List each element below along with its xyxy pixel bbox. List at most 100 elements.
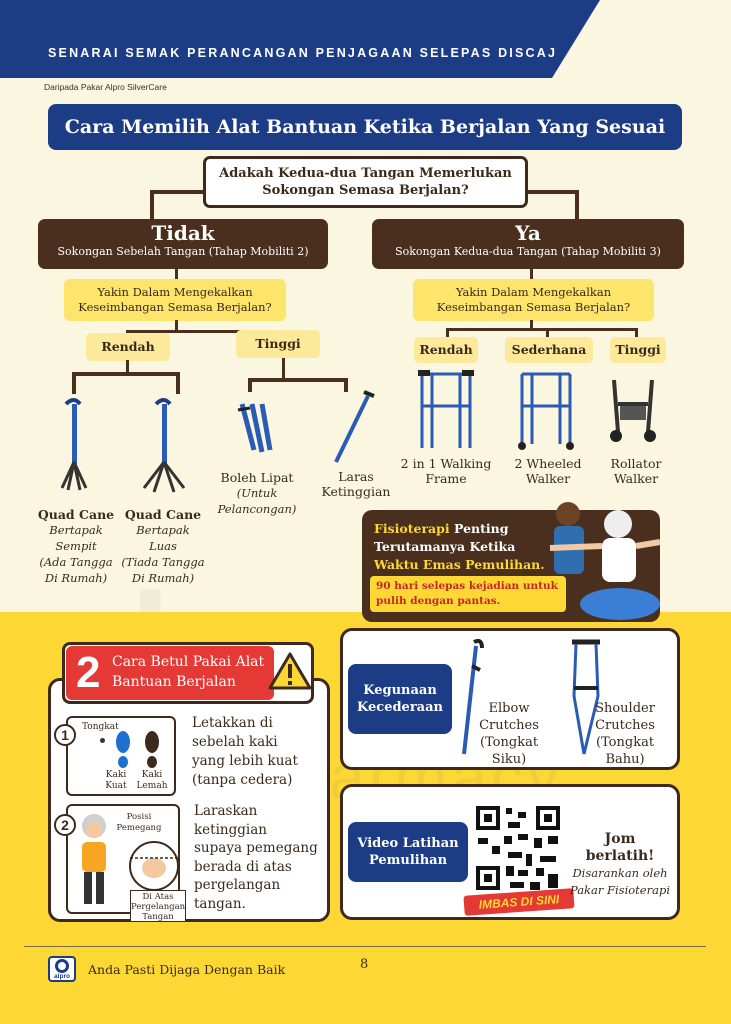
item-adjustable-cane: Laras Ketinggian — [314, 469, 398, 499]
level-tinggi-right: Tinggi — [610, 337, 666, 363]
footer-divider — [24, 946, 706, 947]
step2-text: Laraskan ketinggian supaya pemegang bera… — [194, 802, 318, 913]
howto-title-2: Bantuan Berjalan — [112, 674, 236, 690]
level-sederhana-right: Sederhana — [505, 337, 593, 363]
step1-text: Letakkan di sebelah kaki yang lebih kuat… — [192, 714, 298, 790]
walking-frame-icon — [418, 370, 474, 448]
item-detail: (Ada Tangga — [39, 555, 113, 569]
step1-illustration — [66, 716, 176, 796]
text: berada di atas — [194, 858, 292, 875]
item-detail: Sempit — [55, 539, 97, 553]
wheeled-walker-icon — [518, 372, 574, 450]
physio-note: 90 hari selepas kejadian untuk pulih den… — [370, 576, 566, 612]
connector — [530, 320, 533, 330]
item-name: Frame — [425, 471, 467, 486]
label: Pemulihan — [368, 853, 448, 868]
connector — [176, 372, 180, 394]
text: pergelangan — [194, 877, 281, 893]
main-title-banner: Cara Memilih Alat Bantuan Ketika Berjala… — [48, 104, 682, 150]
item-name: 2 in 1 Walking — [400, 456, 492, 471]
item-wheeled-walker: 2 Wheeled Walker — [500, 456, 596, 486]
level-rendah-left: Rendah — [86, 333, 170, 361]
item-rollator-walker: Rollator Walker — [596, 456, 676, 486]
item-name: Walker — [613, 471, 659, 486]
connector — [126, 330, 276, 333]
item-detail: Luas — [149, 539, 177, 553]
question-line1: Adakah Kedua-dua Tangan Memerlukan — [219, 166, 512, 181]
label: Pergelangan — [131, 902, 186, 912]
header-band — [0, 0, 600, 78]
answer-ya: Ya — [515, 221, 541, 245]
physio-note-2: pulih dengan pantas. — [376, 595, 501, 607]
item-name: Rollator — [610, 456, 662, 471]
footprints-icon — [116, 731, 159, 768]
text: (Tongkat Bahu) — [595, 735, 655, 767]
connector — [344, 378, 348, 392]
elbow-crutch-caption: Elbow Crutches (Tongkat Siku) — [462, 700, 556, 768]
header-title: SENARAI SEMAK PERANCANGAN PENJAGAAN SELE… — [48, 46, 558, 60]
label: Kecederaan — [357, 700, 443, 715]
balance-right-line1: Yakin Dalam Mengekalkan — [455, 285, 612, 299]
cane-dot — [100, 738, 105, 743]
shoulder-crutch-icon — [572, 639, 600, 755]
level-tinggi-left: Tinggi — [236, 330, 320, 358]
physio-text: Fisioterapi Penting Terutamanya Ketika W… — [374, 520, 554, 574]
cta-sub: Pakar Fisioterapi — [569, 883, 671, 897]
physio-note-1: 90 hari selepas kejadian untuk — [376, 580, 558, 592]
text: supaya pemegang — [194, 840, 318, 856]
label: Kegunaan — [363, 683, 437, 698]
footer-tagline: Anda Pasti Dijaga Dengan Baik — [88, 962, 286, 977]
text: Elbow — [488, 701, 530, 716]
step1-number: 1 — [54, 724, 76, 746]
item-detail: Bertapak — [49, 523, 103, 537]
question-line2: Sokongan Semasa Berjalan? — [262, 183, 469, 198]
connector — [150, 190, 204, 194]
item-name: Laras — [338, 469, 374, 484]
answer-ya-box: Ya Sokongan Kedua-dua Tangan (Tahap Mobi… — [372, 219, 684, 269]
connector — [126, 360, 129, 374]
physio-highlight: Fisioterapi — [374, 521, 450, 536]
cta-sub: Disarankan oleh — [572, 866, 668, 880]
folding-cane-icon — [237, 403, 273, 453]
page-number: 8 — [360, 957, 369, 972]
answer-tidak-box: Tidak Sokongan Sebelah Tangan (Tahap Mob… — [38, 219, 328, 269]
label: Kaki — [141, 770, 163, 780]
qr-code[interactable] — [474, 804, 562, 892]
connector — [546, 328, 549, 338]
video-cta: Jom berlatih! Disarankan oleh Pakar Fisi… — [568, 830, 672, 898]
text: Letakkan di — [192, 715, 273, 731]
level-rendah-right: Rendah — [414, 337, 478, 363]
connector — [175, 268, 178, 280]
item-quad-cane-narrow: Quad Cane Bertapak Sempit (Ada Tangga Di… — [32, 507, 120, 586]
balance-left-line1: Yakin Dalam Mengekalkan — [97, 285, 253, 299]
answer-tidak: Tidak — [151, 221, 215, 245]
text: yang lebih kuat — [192, 753, 298, 769]
text: Shoulder — [595, 701, 655, 716]
item-detail: Di Rumah) — [44, 571, 108, 585]
item-detail: (Untuk — [236, 486, 278, 500]
item-walking-frame: 2 in 1 Walking Frame — [392, 456, 500, 486]
question-box: Adakah Kedua-dua Tangan Memerlukan Sokon… — [203, 156, 528, 208]
text: ketinggian — [194, 821, 267, 838]
rollator-walker-icon — [610, 379, 656, 442]
header-subtitle: Daripada Pakar Alpro SilverCare — [44, 82, 167, 92]
howto-number: 2 — [76, 648, 101, 697]
item-quad-cane-wide: Quad Cane Bertapak Luas (Tiada Tangga Di… — [118, 507, 208, 586]
item-detail: Bertapak — [136, 523, 190, 537]
howto-header — [66, 646, 274, 700]
text: Laraskan — [194, 803, 258, 819]
shoulder-crutch-caption: Shoulder Crutches (Tongkat Bahu) — [576, 700, 674, 768]
connector — [150, 190, 154, 220]
connector — [530, 268, 533, 280]
alpro-logo: alpro — [48, 956, 76, 982]
item-detail: Pelancongan) — [217, 502, 297, 516]
text: tangan. — [194, 895, 246, 912]
label: Kaki — [105, 770, 127, 780]
item-detail: Ketinggian — [321, 484, 391, 499]
step1-cane-label: Tongkat — [82, 722, 119, 732]
text: (tanpa cedera) — [192, 772, 293, 788]
text: Crutches — [595, 718, 655, 733]
